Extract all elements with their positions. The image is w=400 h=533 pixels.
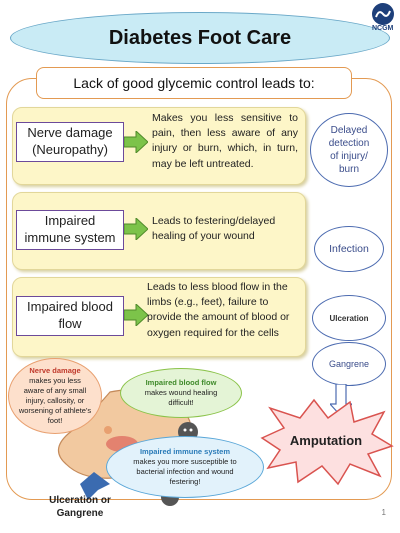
bubble-immune-title: Impaired immune system [139,446,231,456]
label-immune-line1: Impaired [44,213,96,229]
bubble-nerve-damage: Nerve damage makes you less aware of any… [8,358,102,434]
page-number: 1 [381,508,386,517]
delayed-line3: of injury/ [330,151,368,162]
desc-impaired-immune: Leads to festering/delayed healing of yo… [152,215,276,243]
bottom-label-line1: Ulceration or [49,495,111,506]
right-arrow-icon [124,131,148,153]
page-title: Diabetes Foot Care [108,26,292,49]
label-impaired-immune: Impaired immune system [16,210,124,250]
bottom-label-line2: Gangrene [56,508,104,519]
bubble-blood-body: makes wound healing difficult! [144,387,218,408]
delayed-line4: burn [338,164,359,175]
oval-infection: Infection [314,226,384,272]
delayed-line1: Delayed [330,125,368,136]
ulceration-label: Ulceration [329,313,369,323]
right-arrow-icon [124,304,148,326]
bubble-blood-flow: Impaired blood flow makes wound healing … [120,368,242,418]
bubble-immune-body: makes you more susceptible to bacterial … [133,456,237,487]
label-immune-line2: immune system [24,230,116,245]
oval-ulceration: Ulceration [312,295,386,341]
desc-impaired-blood-flow: Leads to less blood flow in the limbs (e… [147,281,290,339]
bubble-nerve-body: makes you less aware of any small injury… [18,375,92,426]
infection-label: Infection [329,243,369,255]
bubble-blood-title: Impaired blood flow [145,377,217,387]
logo-label: NCGM [372,25,394,32]
label-blood-line2: flow [58,316,82,331]
label-impaired-blood-flow: Impaired blood flow [16,296,124,336]
amputation-burst-icon [260,398,394,486]
ncgm-logo-icon [372,3,394,25]
desc-nerve-damage: Makes you less sensitive to pain, then l… [152,112,298,170]
oval-gangrene: Gangrene [312,342,386,386]
bubble-immune-system: Impaired immune system makes you more su… [106,436,264,498]
lead-heading: Lack of good glycemic control leads to: [36,67,352,99]
title-banner: Diabetes Foot Care [10,12,390,64]
label-blood-line1: Impaired blood [27,299,113,315]
amputation-label: Amputation [289,433,363,448]
bubble-nerve-title: Nerve damage [29,365,81,375]
oval-delayed-detection: Delayed detection of injury/ burn [310,113,388,187]
row-impaired-immune [12,192,306,270]
label-nerve-line2: (Neuropathy) [32,142,108,157]
right-arrow-icon [124,218,148,240]
gangrene-label: Gangrene [328,359,370,369]
label-nerve-damage: Nerve damage (Neuropathy) [16,122,124,162]
label-nerve-line1: Nerve damage [27,125,113,141]
bottom-label: Ulceration or Gangrene [30,494,130,520]
delayed-line2: detection [328,138,370,149]
